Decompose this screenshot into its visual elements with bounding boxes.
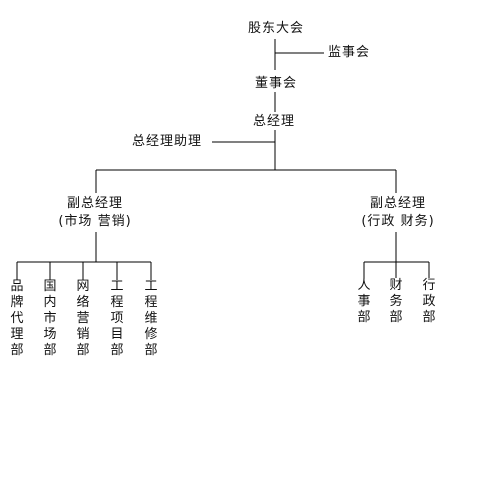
supervisory-board-node: 监事会 xyxy=(328,45,371,60)
general-manager-node: 总经理 xyxy=(252,114,296,129)
dept-online-marketing: 网络营销部 xyxy=(76,279,90,358)
dept-domestic-market: 国内市场部 xyxy=(43,279,57,358)
deputy-admin-subtitle: (行政 财务) xyxy=(361,214,435,229)
deputy-marketing-title: 副总经理 xyxy=(66,196,124,211)
board-of-directors-node: 董事会 xyxy=(254,76,298,91)
deputy-marketing-subtitle: (市场 营销) xyxy=(58,214,132,229)
shareholders-meeting-node: 股东大会 xyxy=(247,21,305,36)
dept-engineering-maintenance: 工程维修部 xyxy=(144,279,158,358)
dept-engineering-projects: 工程项目部 xyxy=(110,279,124,358)
dept-finance: 财务部 xyxy=(389,278,403,325)
dept-hr: 人事部 xyxy=(357,278,371,325)
gm-assistant-node: 总经理助理 xyxy=(132,134,203,149)
dept-administration: 行政部 xyxy=(422,278,436,325)
dept-brand-agency: 品牌代理部 xyxy=(10,279,24,358)
deputy-admin-title: 副总经理 xyxy=(369,196,427,211)
